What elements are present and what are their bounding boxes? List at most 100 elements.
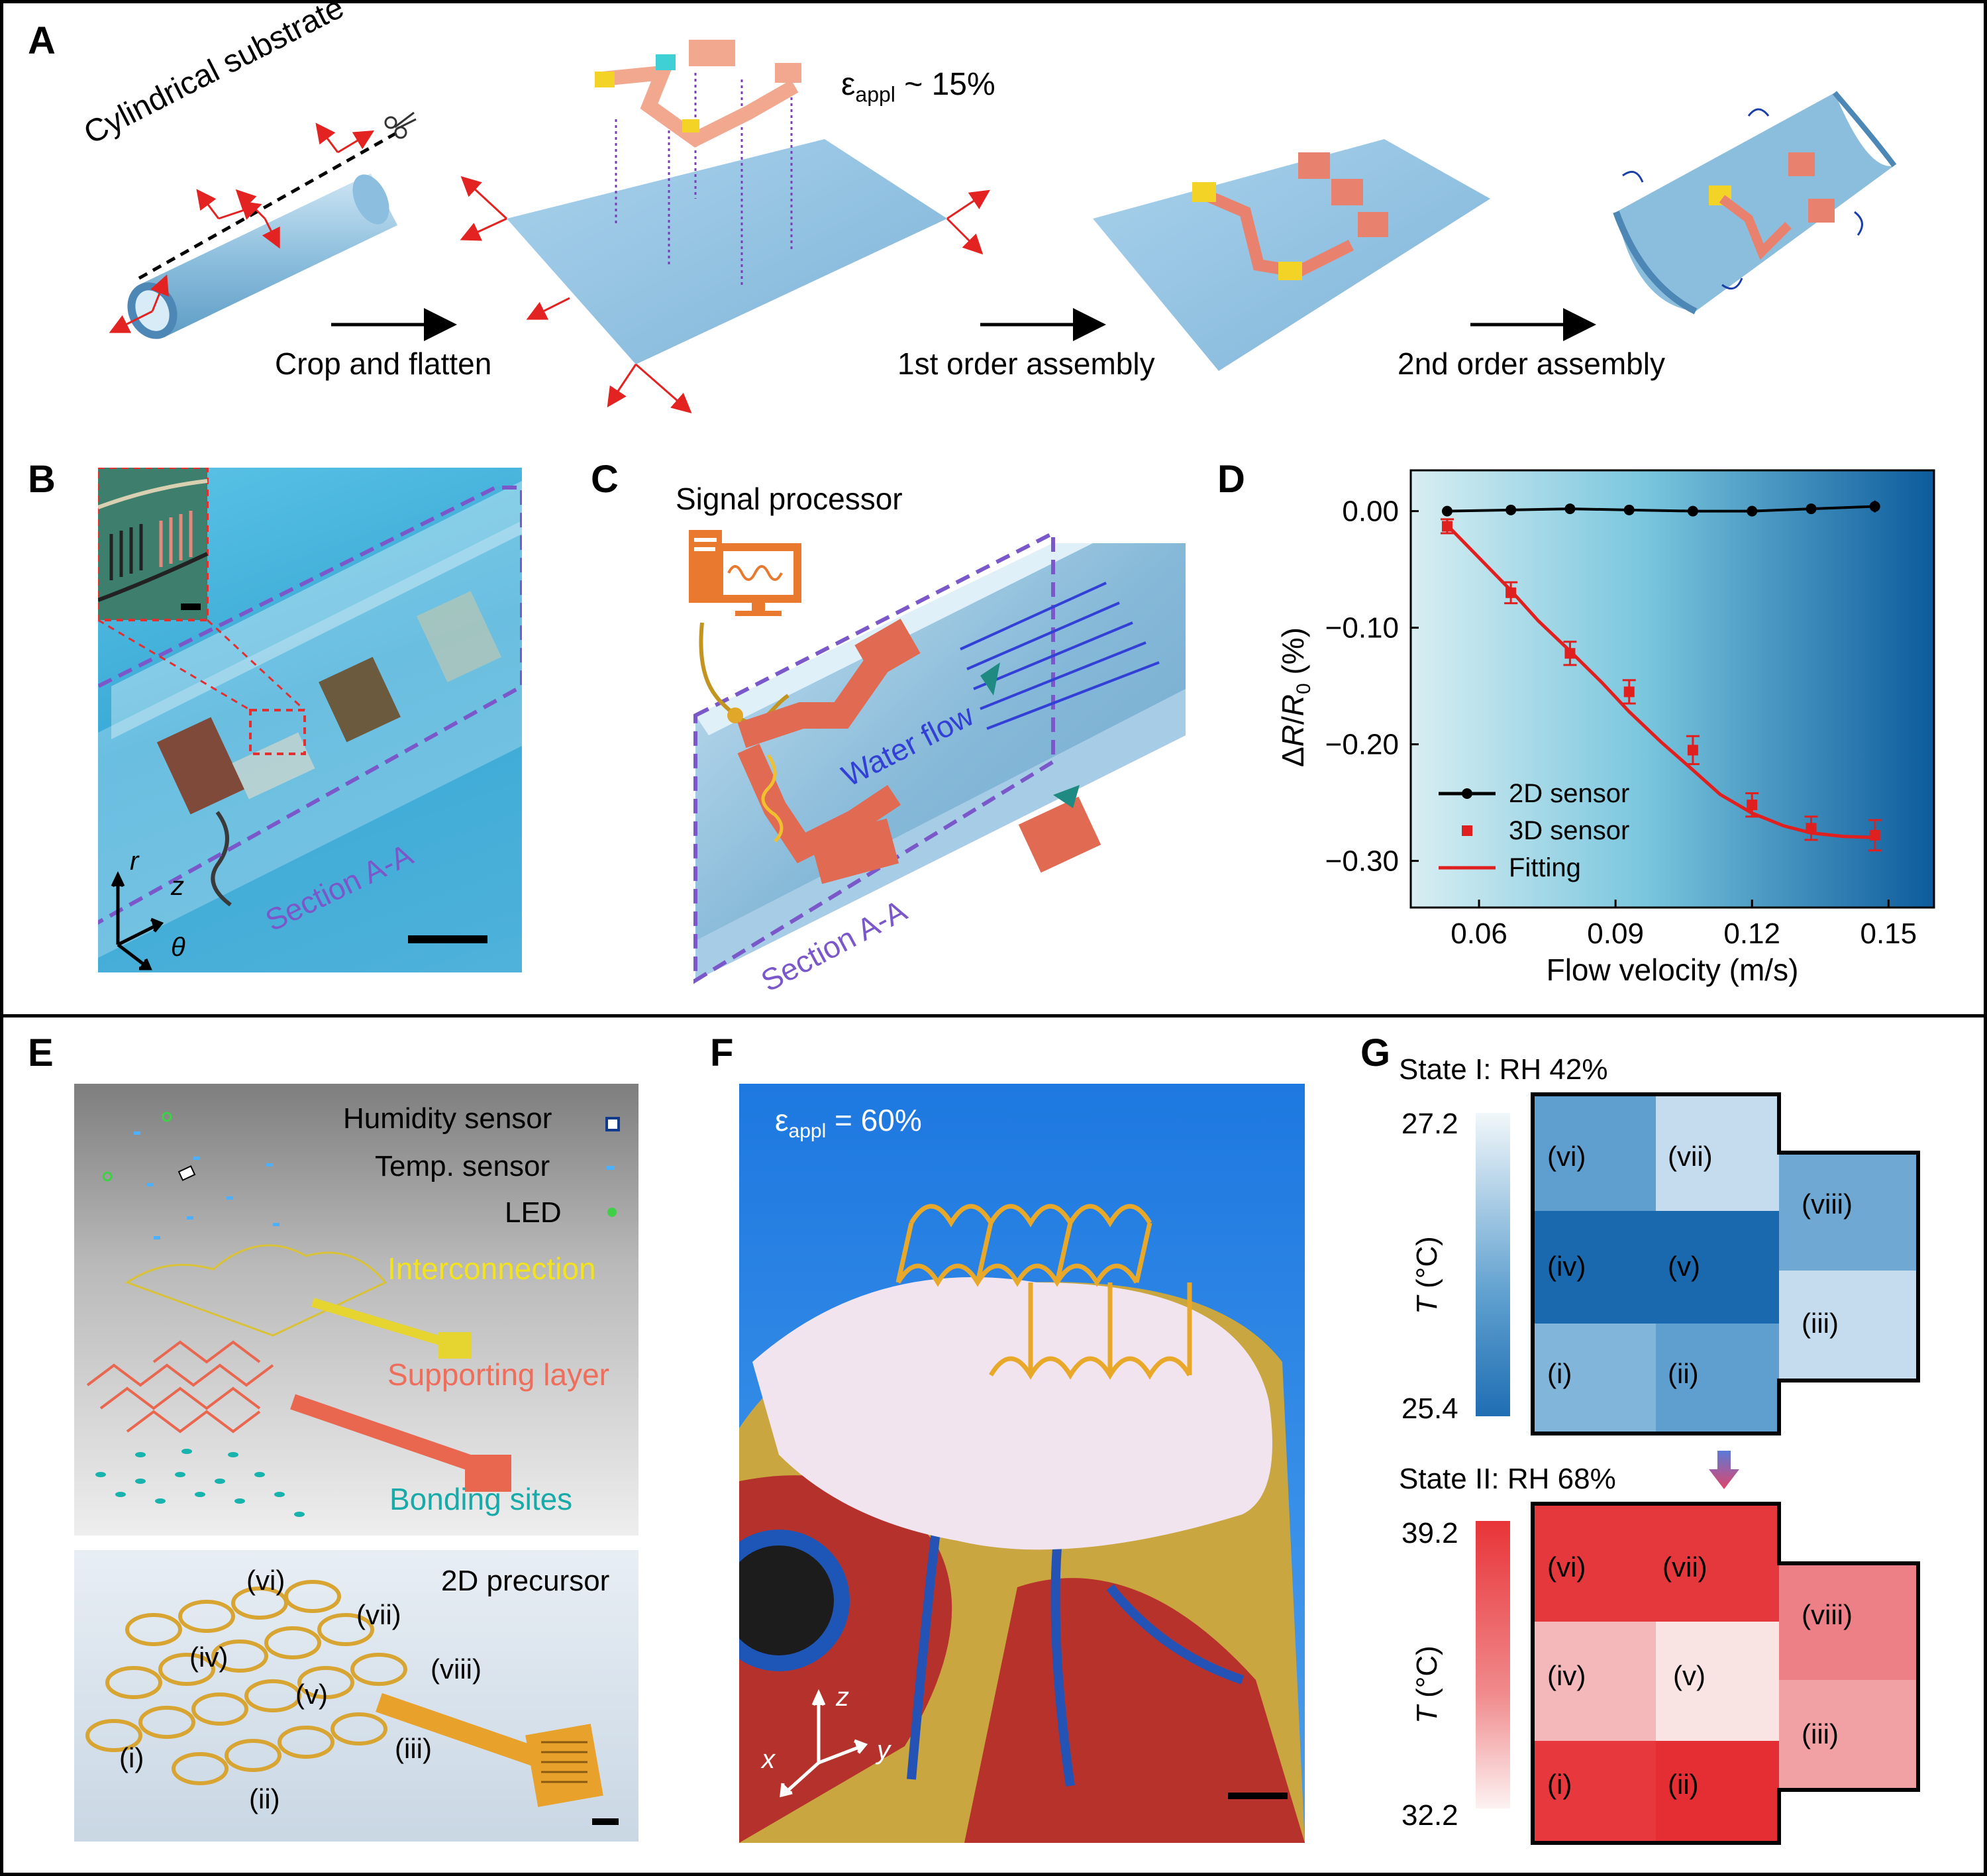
axis-y-label-f: y: [877, 1736, 890, 1765]
data-point-3d: [1505, 587, 1517, 598]
axis-x-label-f: x: [762, 1745, 775, 1774]
t-symbol-2: T: [1411, 1706, 1443, 1724]
g1-cell-vi: (vi): [1547, 1141, 1586, 1172]
flow-lines-c: [960, 582, 1160, 730]
plot-area: [1409, 469, 1935, 909]
legend-label-fit: Fitting: [1509, 853, 1581, 882]
floating-precursor-shape: [595, 40, 801, 148]
section-aa-outline: [98, 486, 522, 925]
t-unit-1: (°C): [1411, 1236, 1443, 1297]
t-axis-label-state2: T (°C): [1411, 1645, 1444, 1724]
panel-c-illustration: [689, 530, 1186, 984]
t-unit-2: (°C): [1411, 1645, 1443, 1706]
state1-label: State I: RH 42%: [1399, 1053, 1608, 1086]
precursor-region-ii: (ii): [249, 1783, 280, 1814]
x-tick-label: 0.06: [1451, 917, 1507, 950]
precursor-label: 2D precursor: [441, 1565, 610, 1597]
panel-a-illustration: [109, 40, 1897, 413]
data-point-2d: [1687, 505, 1698, 517]
data-point-2d: [1747, 505, 1758, 517]
bonding-sites-label: Bonding sites: [389, 1482, 573, 1516]
data-point-2d: [1441, 505, 1452, 517]
y-axis-label: ΔR/R0 (%): [1276, 627, 1315, 767]
g2-cell-v: (v): [1673, 1660, 1706, 1691]
heatmap-state1: [1531, 1092, 1920, 1435]
cylinder-substrate-shape: [127, 130, 399, 339]
interconnection-label: Interconnection: [387, 1251, 596, 1286]
precursor-region-i: (i): [119, 1742, 144, 1773]
3d-structure-shape: [895, 1204, 1192, 1380]
colorbar-state2: [1476, 1521, 1510, 1808]
strain-label-a: εappl ~ 15%: [841, 66, 995, 107]
state2-min: 32.2: [1401, 1799, 1458, 1832]
panel-f-label: F: [710, 1031, 734, 1074]
precursor-region-vi: (vi): [246, 1565, 285, 1596]
signal-processor-label: Signal processor: [676, 482, 903, 516]
coordinate-axes-f: [780, 1689, 868, 1798]
legend-item-2d: 2D sensor: [1437, 775, 1676, 812]
g2-cell-vi: (vi): [1547, 1551, 1586, 1583]
t-axis-label-state1: T (°C): [1411, 1236, 1444, 1314]
strain-symbol: ε: [841, 67, 856, 102]
y-tick-label: −0.20: [1325, 729, 1399, 761]
panel-b-photo: [98, 468, 522, 972]
panel-d-label: D: [1217, 458, 1245, 501]
axis-r-label: r: [130, 847, 139, 876]
data-point-3d: [1687, 745, 1698, 756]
heatmap-state2: [1531, 1502, 1920, 1845]
y-tick-label: 0.00: [1342, 495, 1399, 528]
legend-humidity-sensor: Humidity sensor: [343, 1102, 552, 1135]
supporting-layer-label: Supporting layer: [387, 1357, 609, 1392]
g1-cell-ii: (ii): [1668, 1358, 1699, 1389]
data-point-2d: [1869, 501, 1880, 512]
x-tick-label: 0.12: [1723, 917, 1780, 950]
strain-label-f: εappl = 60%: [775, 1102, 922, 1143]
state2-label: State II: RH 68%: [1399, 1463, 1616, 1495]
g2-cell-i: (i): [1547, 1769, 1572, 1800]
legend-label-3d: 3D sensor: [1509, 816, 1630, 845]
g2-cell-iii: (iii): [1802, 1718, 1839, 1749]
y-tick-label: −0.30: [1325, 845, 1399, 878]
legend-led: LED: [505, 1196, 562, 1229]
y-tick-label: −0.10: [1325, 612, 1399, 645]
data-point-2d: [1806, 503, 1817, 515]
x-axis-label: Flow velocity (m/s): [1547, 953, 1799, 987]
panel-e-exploded-view: [74, 1084, 638, 1536]
g2-cell-ii: (ii): [1668, 1769, 1699, 1800]
strain-subscript: appl: [855, 82, 895, 107]
scale-bar-e: [592, 1818, 619, 1825]
transition-arrow-icon: [1709, 1451, 1739, 1489]
data-point-3d: [1623, 686, 1635, 698]
data-point-2d: [1564, 503, 1576, 515]
fitting-curve: [1446, 523, 1875, 839]
legend-label-2d: 2D sensor: [1509, 779, 1630, 808]
g2-cell-vii: (vii): [1662, 1551, 1707, 1583]
inset-scale-bar: [181, 603, 201, 610]
device-on-tube-c: [737, 619, 1101, 884]
state1-min: 25.4: [1401, 1392, 1458, 1425]
strain-value-f: = 60%: [826, 1103, 922, 1137]
panel-f-heart-photo: [739, 1084, 1305, 1843]
supporting-layer-mesh-shape: [86, 1340, 274, 1433]
x-tick-label: 0.15: [1860, 917, 1917, 950]
panel-e-label: E: [28, 1031, 54, 1074]
axis-theta-label: θ: [171, 933, 185, 962]
panel-c-label: C: [591, 458, 619, 501]
panel-a-label: A: [28, 19, 56, 62]
coordinate-axes-b: [111, 871, 164, 970]
legend-item-3d: 3D sensor: [1437, 812, 1676, 849]
data-point-2d: [1623, 504, 1635, 515]
legend-item-fit: Fitting: [1437, 849, 1676, 886]
g1-cell-viii: (viii): [1802, 1188, 1853, 1220]
axis-z-label: z: [171, 872, 184, 901]
g1-cell-i: (i): [1547, 1358, 1572, 1389]
precursor-region-iv: (iv): [189, 1642, 229, 1673]
section-aa-outline-c: [693, 530, 1055, 984]
axis-z-label-f: z: [836, 1683, 849, 1712]
strain-symbol-f: ε: [775, 1103, 789, 1137]
precursor-region-v: (v): [295, 1679, 328, 1710]
t-symbol-1: T: [1411, 1296, 1443, 1314]
scissors-icon: [384, 111, 417, 139]
precursor-mesh-shape: [85, 1580, 407, 1785]
legend-temp-sensor: Temp. sensor: [375, 1150, 550, 1182]
